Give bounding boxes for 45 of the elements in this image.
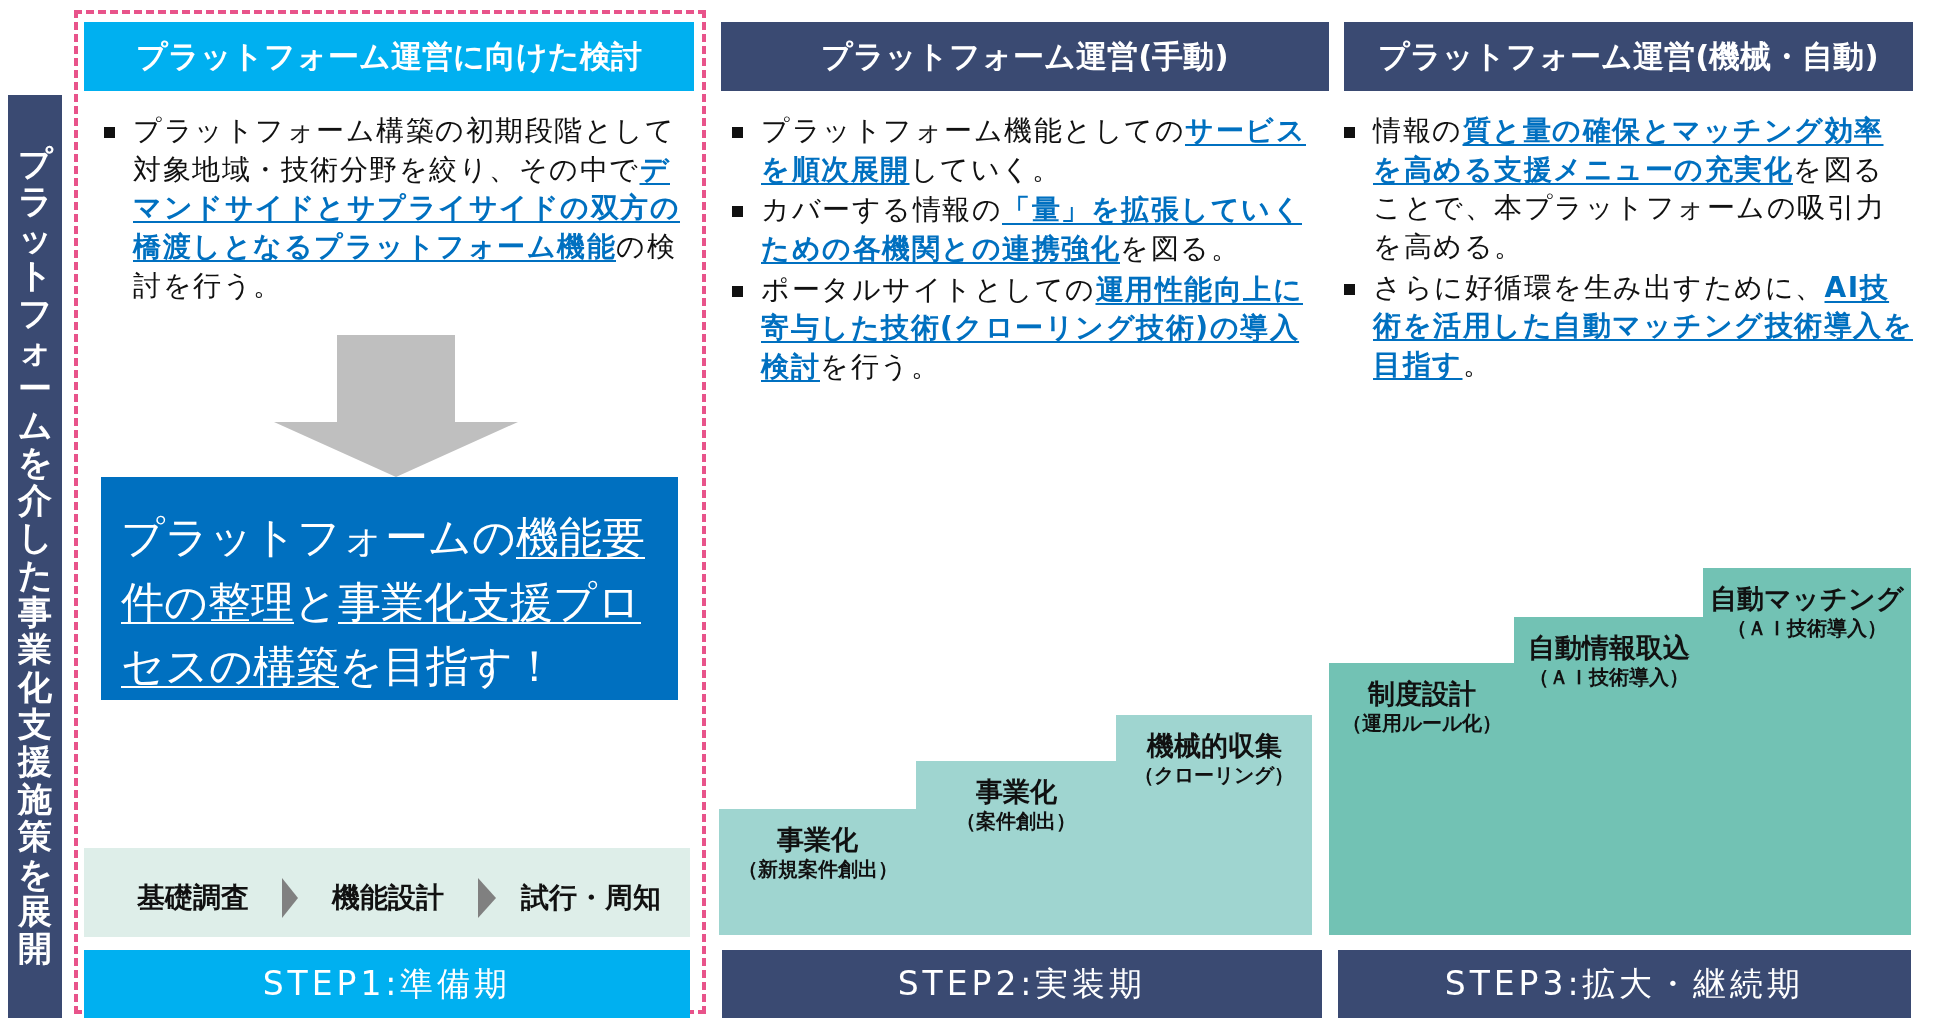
chevron-arrow: [282, 878, 298, 918]
column-header: [1344, 22, 1913, 91]
header-text: プラットフォーム運営(機械・自動): [1378, 36, 1879, 76]
goal-box: [101, 477, 678, 700]
step-label: STEP1:準備期: [262, 962, 512, 1005]
chevron-arrow: [478, 878, 496, 918]
step-subtitle: （案件創出）: [956, 808, 1076, 834]
step-bar: [84, 950, 690, 1018]
step-subtitle: （ＡＩ技術導入）: [1727, 615, 1887, 641]
step-subtitle: （運用ルール化）: [1341, 710, 1502, 736]
header-text: プラットフォーム運営(手動): [821, 36, 1229, 76]
bullet-text: プラットフォーム機能としてのサービスを順次展開していく。: [761, 113, 1307, 188]
step-title: 自動情報取込: [1527, 631, 1690, 665]
step-title: 事業化: [975, 775, 1057, 809]
stair-step: [719, 809, 916, 935]
step-subtitle: （クローリング）: [1134, 762, 1294, 788]
bullet-text: プラットフォーム構築の初期段階として対象地域・技術分野を絞り、その中でデマンドサイドとサプライサイドの双方の橋渡しとなるプラットフォーム機能の検討を行う。: [133, 113, 681, 304]
header-text: プラットフォーム運営に向けた検討: [136, 36, 642, 76]
step-bar: [1338, 950, 1911, 1018]
step-bar: [722, 950, 1322, 1018]
step-title: 自動マッチング: [1710, 582, 1904, 616]
step-label: STEP2:実装期: [897, 962, 1147, 1005]
step-subtitle: （新規案件創出）: [737, 856, 898, 882]
side-banner: [8, 95, 62, 1018]
block-arrow: [274, 335, 518, 477]
step-title: 機械的収集: [1146, 729, 1282, 763]
process-step: 試行・周知: [521, 879, 661, 917]
bullet-text: 情報の質と量の確保とマッチング効率を高める支援メニューの充実化を図ることで、本プラットフォームの吸引力を高める。: [1373, 113, 1887, 265]
bullet-text: ポータルサイトとしての運用性能向上に寄与した技術(クローリング技術)の導入検討を行う。: [761, 271, 1304, 385]
process-step: 機能設計: [332, 879, 444, 917]
bullet-text: さらに好循環を生み出すために、AI技術を活用した自動マッチング技術導入を目指す。: [1373, 269, 1913, 383]
process-step: 基礎調査: [137, 879, 249, 917]
step-subtitle: （ＡＩ技術導入）: [1528, 664, 1689, 690]
stair-step: [1703, 568, 1911, 935]
bullet-text: カバーする情報の「量」を拡張していくための各機関との連携強化を図る。: [761, 192, 1303, 267]
goal-text: プラットフォームの機能要件の整理と事業化支援プロセスの構築を目指す！: [121, 511, 646, 693]
stair-step: [1116, 715, 1312, 935]
stair-step: [1329, 663, 1514, 935]
step-title: 制度設計: [1367, 677, 1476, 711]
banner-title: プラットフォームを介した事業化支援施策を展開: [18, 145, 52, 968]
step-label: STEP3:拡大・継続期: [1444, 962, 1805, 1005]
process-band: [84, 848, 690, 937]
column-header: [84, 22, 694, 91]
column-header: [721, 22, 1329, 91]
step-title: 事業化: [777, 823, 858, 857]
